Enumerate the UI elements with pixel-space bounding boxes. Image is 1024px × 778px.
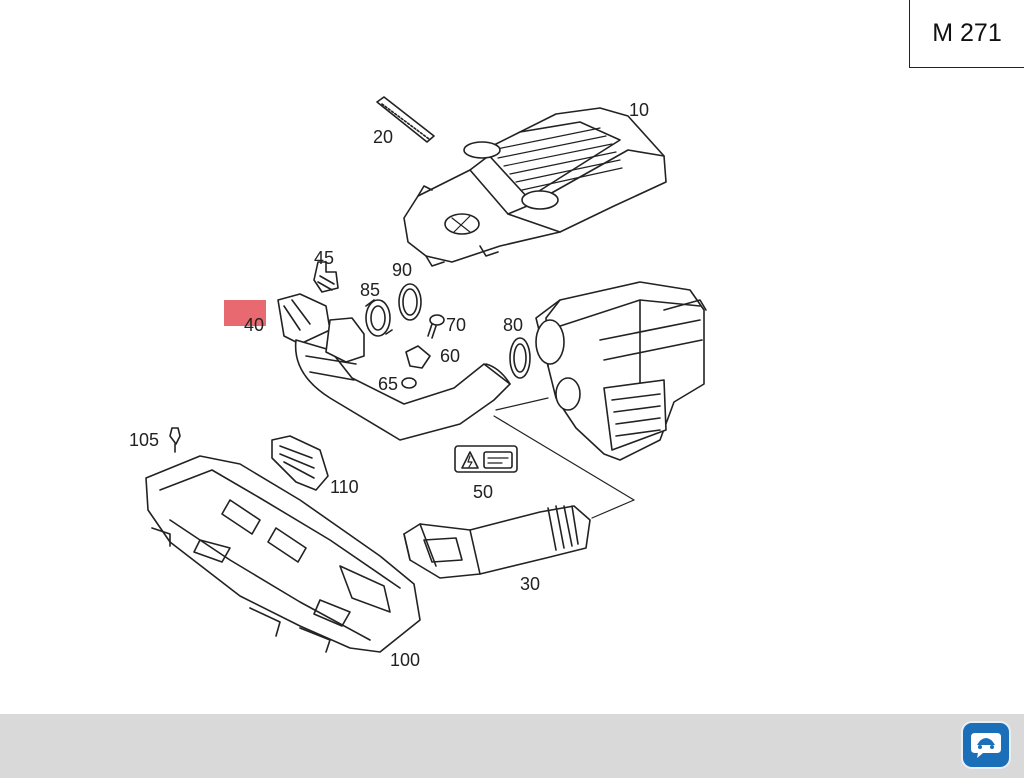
label-110[interactable]: 110 [330,477,359,497]
label-50[interactable]: 50 [473,482,494,502]
label-70[interactable]: 70 [446,315,467,335]
label-40[interactable]: 40 [244,315,265,335]
part-30-intake-snorkel [403,505,591,579]
label-65[interactable]: 65 [378,374,399,394]
part-20-gasket-strip [376,96,435,143]
part-80-seal [509,337,531,379]
part-85-clamp-ring [365,299,393,337]
part-100-air-guide [145,455,421,653]
label-10[interactable]: 10 [629,100,650,120]
model-code: M 271 [932,19,1002,47]
car-brand-logo-icon[interactable] [963,723,1009,767]
label-80[interactable]: 80 [503,315,524,335]
label-30[interactable]: 30 [520,574,541,594]
label-20[interactable]: 20 [373,127,394,147]
part-105-clip [169,427,181,453]
part-110-grille [271,435,329,491]
model-code-box: M 271 [909,0,1024,68]
footer-bar [0,714,1024,778]
label-90[interactable]: 90 [392,260,413,280]
label-45[interactable]: 45 [314,248,335,268]
label-60[interactable]: 60 [440,346,461,366]
part-70-screw [427,314,445,339]
leader-lines [493,397,635,519]
label-105[interactable]: 105 [129,430,160,450]
part-65-ring [401,377,417,389]
part-40-intake-duct [277,293,511,441]
part-10-engine-cover [403,107,667,267]
parts-diagram [145,96,707,653]
label-100[interactable]: 100 [390,650,421,670]
part-45-sensor [313,261,339,293]
air-filter-housing [535,281,707,461]
label-85[interactable]: 85 [360,280,381,300]
part-90-ring [398,283,422,321]
part-60-bracket [405,345,431,369]
highlight-marker [224,300,266,326]
part-50-label [454,445,518,473]
